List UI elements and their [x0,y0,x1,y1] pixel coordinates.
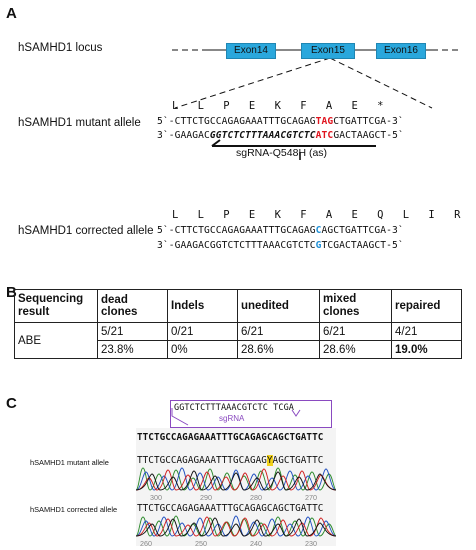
zoom-dash-left [174,57,331,109]
sgrna-box-seq: GGTCTCTTTAAACGTCTC TCGA [174,403,295,413]
cell-pct-unedited: 28.6% [237,340,320,359]
cell-pct-mixed: 28.6% [319,340,392,359]
cell-pct-dead: 23.8% [97,340,168,359]
corrected-tick-240: 240 [250,539,262,548]
table-header-row: Sequencing result dead clones Indels une… [14,289,462,323]
mutant-chromatogram-seq: TTCTGCCAGAGAAATTTGCAGAGYAGCTGATTC [137,455,324,466]
header-unedited: unedited [237,289,320,323]
exon16-box: Exon16 [376,43,426,59]
reference-seq: TTCTGCCAGAGAAATTTGCAGAGCAGCTGATTC [137,432,324,443]
ambiguous-base-highlight: Y [266,455,273,466]
panel-c-letter: C [6,395,17,412]
panel-a-letter: A [6,5,17,22]
corrected-tick-250: 250 [195,539,207,548]
sequencing-results-table: Sequencing result dead clones Indels une… [14,289,462,359]
mutant-top-strand: 5`-CTTCTGCCAGAGAAATTTGCAGAGTAGCTGATTCGA-… [157,116,404,127]
mutant-chromatogram-trace [136,467,336,491]
header-indels: Indels [167,289,238,323]
cell-count-unedited: 6/21 [237,322,320,341]
locus-label: hSAMHD1 locus [18,42,103,54]
corrected-base-highlight: C [315,225,322,236]
table-row: ABE 5/21 0/21 6/21 6/21 4/21 [14,322,462,359]
zoom-dash-right [329,57,433,109]
row-label-abe: ABE [14,322,98,359]
exon15-box: Exon15 [301,43,355,59]
sgrna-label: sgRNA-Q548H (as) [236,147,328,159]
mutant-allele-label: hSAMHD1 mutant allele [18,117,141,129]
panel-b-letter: B [6,284,17,301]
header-dead-clones: dead clones [97,289,168,323]
mutant-tick-270: 270 [305,493,317,502]
header-sequencing-result: Sequencing result [14,289,98,323]
mutant-tick-280: 280 [250,493,262,502]
corrected-top-strand: 5`-CTTCTGCCAGAGAAATTTGCAGAGCAGCTGATTCGA-… [157,225,404,236]
cell-count-mixed: 6/21 [319,322,392,341]
exon14-box: Exon14 [226,43,276,59]
corrected-bottom-strand: 3`-GAAGACGGTCTCTTTAAACGTCTCGTCGACTAAGCT-… [157,240,404,251]
chromatogram-corrected-label: hSAMHD1 corrected allele [30,505,118,514]
corrected-allele-label: hSAMHD1 corrected allele [18,225,154,237]
mutant-aa-seq: L L P E K F A E * [172,100,390,112]
cell-count-dead: 5/21 [97,322,168,341]
corrected-chromatogram-trace [136,515,336,537]
sgrna-box-bracket [171,408,301,426]
sgrna-box-word: sgRNA [219,414,245,423]
mutant-tick-290: 290 [200,493,212,502]
sgrna-box: GGTCTCTTTAAACGTCTC TCGA sgRNA [170,400,332,428]
mutant-tick-300: 300 [150,493,162,502]
cell-count-repaired: 4/21 [391,322,462,341]
cell-pct-indels: 0% [167,340,238,359]
corrected-tick-230: 230 [305,539,317,548]
antisense-codon-highlight: ATC [315,130,334,141]
corrected-antisense-highlight: G [315,240,322,251]
sgrna-arrowhead [211,139,221,147]
corrected-tick-260: 260 [140,539,152,548]
header-mixed-clones: mixed clones [319,289,392,323]
sgrna-target-seq: GGTCTCTTTAAACGTCTC [209,130,316,141]
stop-codon-highlight: TAG [315,116,334,127]
cell-pct-repaired: 19.0% [391,340,462,359]
cell-count-indels: 0/21 [167,322,238,341]
corrected-chromatogram-seq: TTCTGCCAGAGAAATTTGCAGAGCAGCTGATTC [137,503,324,514]
mutant-bottom-strand: 3`-GAAGACGGTCTCTTTAAACGTCTCATCGACTAAGCT-… [157,130,404,141]
header-repaired: repaired [391,289,462,323]
table-row: 23.8% 0% 28.6% 28.6% 19.0% [15,340,462,359]
chromatogram-mutant-label: hSAMHD1 mutant allele [30,458,109,467]
corrected-aa-seq: L L P E K F A E Q L I R [172,209,467,221]
